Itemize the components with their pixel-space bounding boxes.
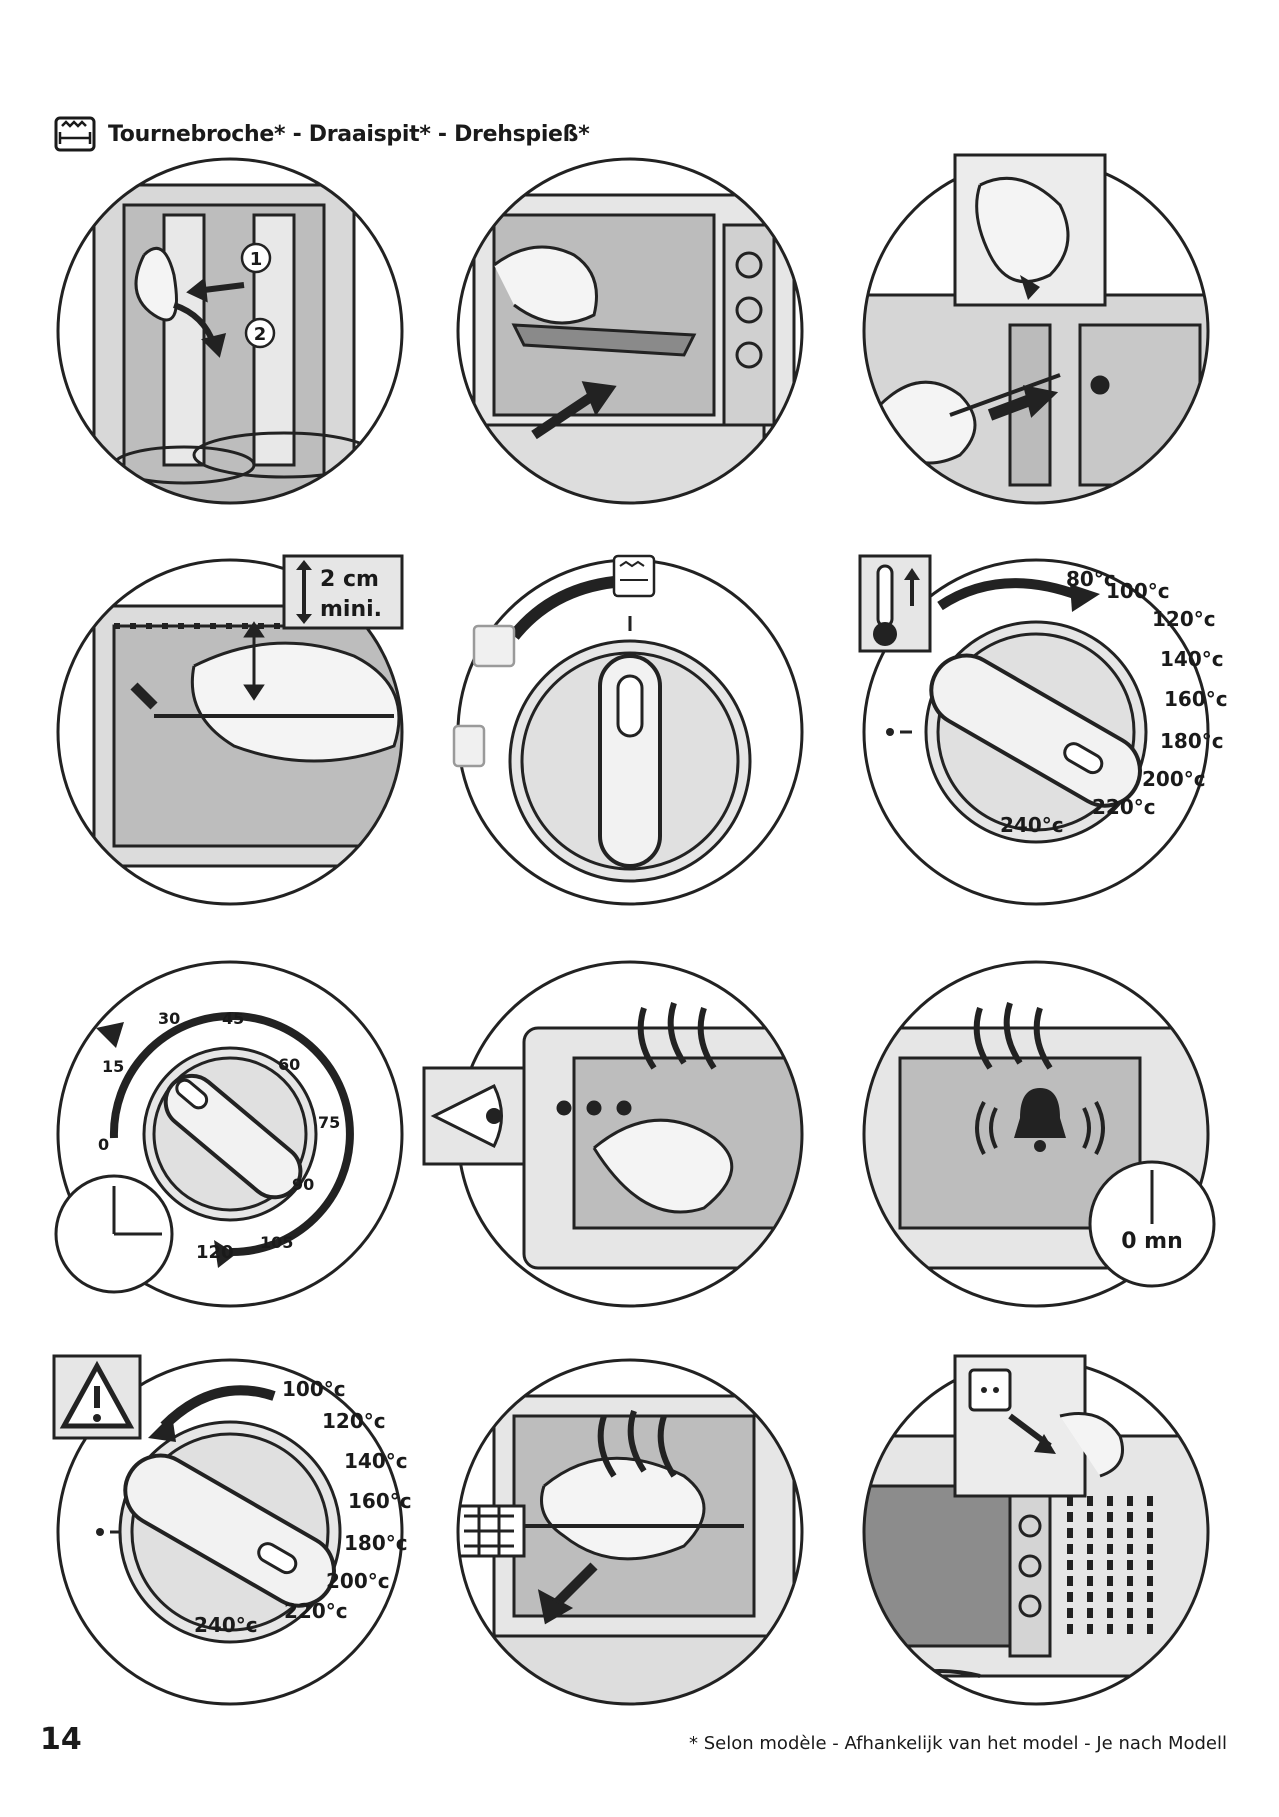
thermometer-icon <box>878 566 892 626</box>
temp-label-240: 240°c <box>1000 813 1064 837</box>
rotisserie-icon <box>614 556 654 596</box>
time-label-75: 75 <box>318 1113 340 1132</box>
step-remove-rotisserie <box>454 1356 806 1708</box>
step-timer-bell: 0 mn <box>860 958 1212 1310</box>
clearance-distance: 2 cm <box>320 567 379 592</box>
temp-label-200: 200°c <box>326 1569 390 1593</box>
temp-label-160: 160°c <box>1164 687 1228 711</box>
timer-readout: 0 mn <box>1121 1229 1183 1254</box>
step-turn-off-warning: 100°c 120°c 140°c 160°c 180°c 200°c 220°… <box>54 1356 406 1708</box>
temp-label-180: 180°c <box>1160 729 1224 753</box>
temp-label-220: 220°c <box>284 1599 348 1623</box>
step-set-temperature: 80°c 100°c 120°c 140°c 160°c 180°c 200°c… <box>860 556 1212 908</box>
page-number: 14 <box>40 1722 82 1757</box>
step-remove-spit-supports: 1 2 <box>54 155 406 507</box>
time-label-90: 90 <box>292 1175 314 1194</box>
temp-label-200: 200°c <box>1142 767 1206 791</box>
temp-label-140: 140°c <box>344 1449 408 1473</box>
step-set-timer: 0 15 30 45 60 75 90 105 120 <box>54 958 406 1310</box>
temp-label-180: 180°c <box>344 1531 408 1555</box>
temp-label-100: 100°c <box>1106 579 1170 603</box>
time-label-120: 120 <box>196 1242 234 1263</box>
page-title: Tournebroche* - Draaispit* - Drehspieß* <box>108 122 589 147</box>
temp-label-160: 160°c <box>348 1489 412 1513</box>
temp-label-120: 120°c <box>322 1409 386 1433</box>
time-label-105: 105 <box>260 1233 293 1252</box>
time-label-60: 60 <box>278 1055 300 1074</box>
time-label-45: 45 <box>222 1009 244 1028</box>
step-watch-cooking <box>454 958 806 1310</box>
wall-socket-icon <box>970 1370 1010 1410</box>
step-number-1: 1 <box>250 249 263 270</box>
step-number-2: 2 <box>254 324 267 345</box>
temp-label-240: 240°c <box>194 1613 258 1637</box>
step-skewer-chicken <box>860 155 1212 507</box>
clearance-minimum: mini. <box>320 597 382 622</box>
time-label-15: 15 <box>102 1057 124 1076</box>
temp-label-140: 140°c <box>1160 647 1224 671</box>
temp-label-100: 100°c <box>282 1377 346 1401</box>
rotisserie-icon <box>54 116 96 152</box>
footnote: * Selon modèle - Afhankelijk van het mod… <box>689 1733 1227 1754</box>
step-select-rotisserie-mode <box>454 556 806 908</box>
temp-label-220: 220°c <box>1092 795 1156 819</box>
temp-label-120: 120°c <box>1152 607 1216 631</box>
section-header: Tournebroche* - Draaispit* - Drehspieß* <box>54 114 589 154</box>
time-label-0: 0 <box>98 1135 109 1154</box>
step-check-clearance: 2 cm mini. <box>54 556 406 908</box>
time-label-30: 30 <box>158 1009 180 1028</box>
step-unplug <box>860 1356 1212 1708</box>
step-insert-drip-tray <box>454 155 806 507</box>
